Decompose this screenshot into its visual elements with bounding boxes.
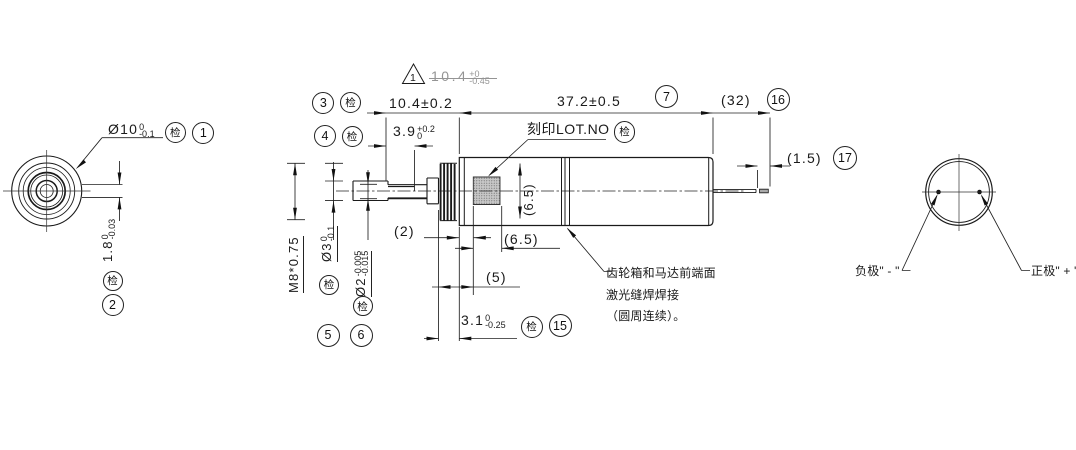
balloon-6: 6 [349, 323, 373, 347]
balloon-4: 4 [314, 125, 336, 147]
dim-body-length: 37.2±0.5 [557, 93, 621, 109]
dim-mark-width: (6.5) [504, 231, 539, 247]
stamp-dia3: 检 [319, 274, 339, 295]
dim-lead-tip: (1.5) [787, 150, 822, 166]
stamp-shaft-length: 检 [340, 92, 361, 113]
dim-dia2: Ø2-0.005-0.015 [352, 250, 371, 297]
marking-note: 刻印LOT.NO [527, 121, 610, 137]
balloon-1: 1 [192, 121, 215, 144]
balloon-15: 15 [548, 314, 572, 337]
stamp-dia2: 检 [352, 296, 373, 316]
stamp-flat-width: 检 [102, 270, 123, 291]
weld-note-line3: （圆周连续）。 [606, 309, 686, 323]
balloon-17: 17 [833, 146, 857, 170]
dim-lead-length: (32) [721, 92, 751, 108]
balloon-16: 16 [766, 88, 790, 111]
stamp-flat-length: 检 [341, 125, 363, 147]
dim-shaft-length: 10.4±0.2 [389, 95, 453, 111]
balloon-3: 3 [312, 91, 335, 114]
stamp-marking: 检 [613, 121, 636, 143]
dim-mark-height: (6.5) [521, 183, 536, 216]
stamp-outer-dia: 检 [164, 121, 186, 143]
revision-old-dim: 10.4+0-0.45 [431, 68, 490, 86]
dim-mark-offset: (5) [486, 269, 507, 285]
weld-note-line2: 激光缝焊焊接 [606, 288, 680, 302]
terminal-negative-label: 负极" - " [855, 264, 900, 278]
balloon-2: 2 [101, 293, 124, 316]
dim-boss: (2) [394, 223, 415, 239]
weld-note-line1: 齿轮箱和马达前端面 [606, 266, 716, 280]
balloon-5: 5 [316, 323, 340, 347]
revision-triangle-label: 1 [410, 72, 416, 84]
stamp-thread-length: 检 [520, 315, 543, 338]
dim-thread: M8*0.75 [286, 235, 304, 293]
terminal-positive-label: 正极" + " [1031, 264, 1076, 278]
balloon-7: 7 [655, 85, 678, 108]
